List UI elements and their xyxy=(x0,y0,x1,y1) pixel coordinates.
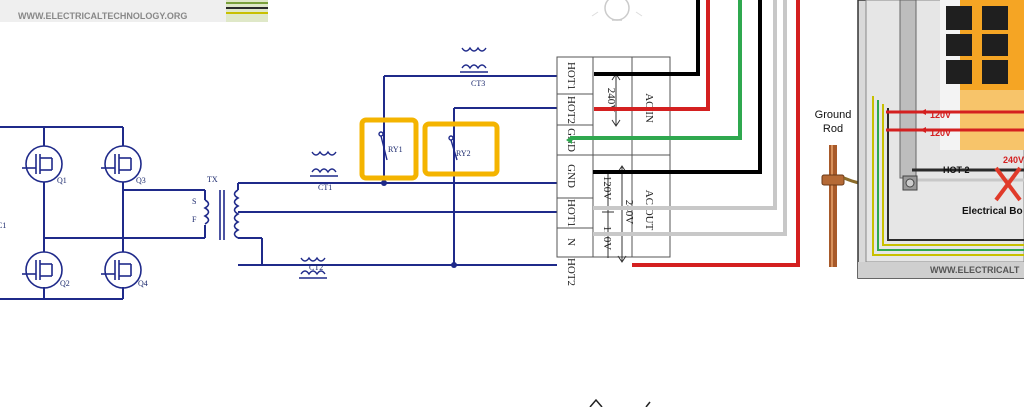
mosfet-q1 xyxy=(22,145,63,183)
highlight-box-ry1 xyxy=(359,117,419,181)
panel-120v-a: 120V xyxy=(930,110,951,120)
watermark-bottom-text: WWW.ELECTRICALT xyxy=(930,265,1020,275)
terminal-out-gnd: GND xyxy=(565,164,577,188)
label-ry1: RY1 xyxy=(388,145,403,154)
panel-240v: 240V xyxy=(1003,155,1024,165)
label-ct2: CT2 xyxy=(309,263,323,272)
panel-labels: 120V 120V 240V HOT 2 Electrical Bo WWW.E… xyxy=(930,110,1024,275)
highlight-box-ry2 xyxy=(422,121,500,177)
relay-ry2-switch xyxy=(448,135,458,161)
ac-out-120v-top: 120V xyxy=(601,176,613,201)
label-q3: Q3 xyxy=(136,176,146,185)
terminal-out-hot1: HOT1 xyxy=(565,199,577,227)
lamp-icon xyxy=(591,0,643,21)
current-transformer-ct1 xyxy=(310,150,338,177)
terminal-in-hot2: HOT2 xyxy=(565,96,577,124)
panel-arrow-icons xyxy=(920,109,926,133)
ground-rod-label-line1: Ground xyxy=(815,109,852,121)
cursor-fragment-icon xyxy=(589,398,651,407)
field-wires xyxy=(570,0,800,267)
label-tx: TX xyxy=(207,175,218,184)
terminal-block xyxy=(556,56,671,258)
junction-dot-ry1 xyxy=(381,180,387,186)
panel-120v-b: 120V xyxy=(930,128,951,138)
ac-out-120v-bottom: 120V xyxy=(601,226,613,251)
green-arrow-icon xyxy=(566,136,572,144)
label-q4: Q4 xyxy=(138,279,148,288)
ac-in-voltage: 240V xyxy=(605,88,617,113)
h-bridge xyxy=(0,126,206,300)
terminal-out-hot2: HOT2 xyxy=(565,258,577,286)
watermark-top-text: WWW.ELECTRICALTECHNOLOGY.ORG xyxy=(18,11,187,21)
label-c1: C1 xyxy=(0,221,6,230)
terminal-out-n: N xyxy=(565,238,577,246)
relay-ry1-switch xyxy=(378,131,388,161)
label-q2: Q2 xyxy=(60,279,70,288)
ac-out-label: AC OUT xyxy=(643,190,655,231)
label-tx-s: S xyxy=(192,197,196,206)
secondary-wires xyxy=(237,75,557,266)
ground-rod-label-line2: Rod xyxy=(823,123,843,135)
label-q1: Q1 xyxy=(57,176,67,185)
mosfet-q4 xyxy=(101,251,142,289)
mosfet-q2 xyxy=(22,251,63,289)
label-tx-f: F xyxy=(192,215,197,224)
transformer-tx xyxy=(203,189,240,240)
label-ct1: CT1 xyxy=(318,183,332,192)
current-transformer-ct3 xyxy=(460,46,488,73)
mosfet-q3 xyxy=(101,145,142,183)
label-ct3: CT3 xyxy=(471,79,485,88)
watermark-image-top-left: WWW.ELECTRICALTECHNOLOGY.ORG xyxy=(0,0,268,22)
current-transformer-ct2 xyxy=(299,256,327,279)
panel-electrical-box: Electrical Bo xyxy=(962,206,1023,217)
junction-dot-ry2 xyxy=(451,262,457,268)
terminal-in-hot1: HOT1 xyxy=(565,62,577,90)
label-ry2: RY2 xyxy=(456,149,471,158)
electrical-panel xyxy=(857,0,1024,279)
ac-out-voltage: 240V xyxy=(623,200,635,225)
panel-hot2: HOT 2 xyxy=(943,165,970,175)
